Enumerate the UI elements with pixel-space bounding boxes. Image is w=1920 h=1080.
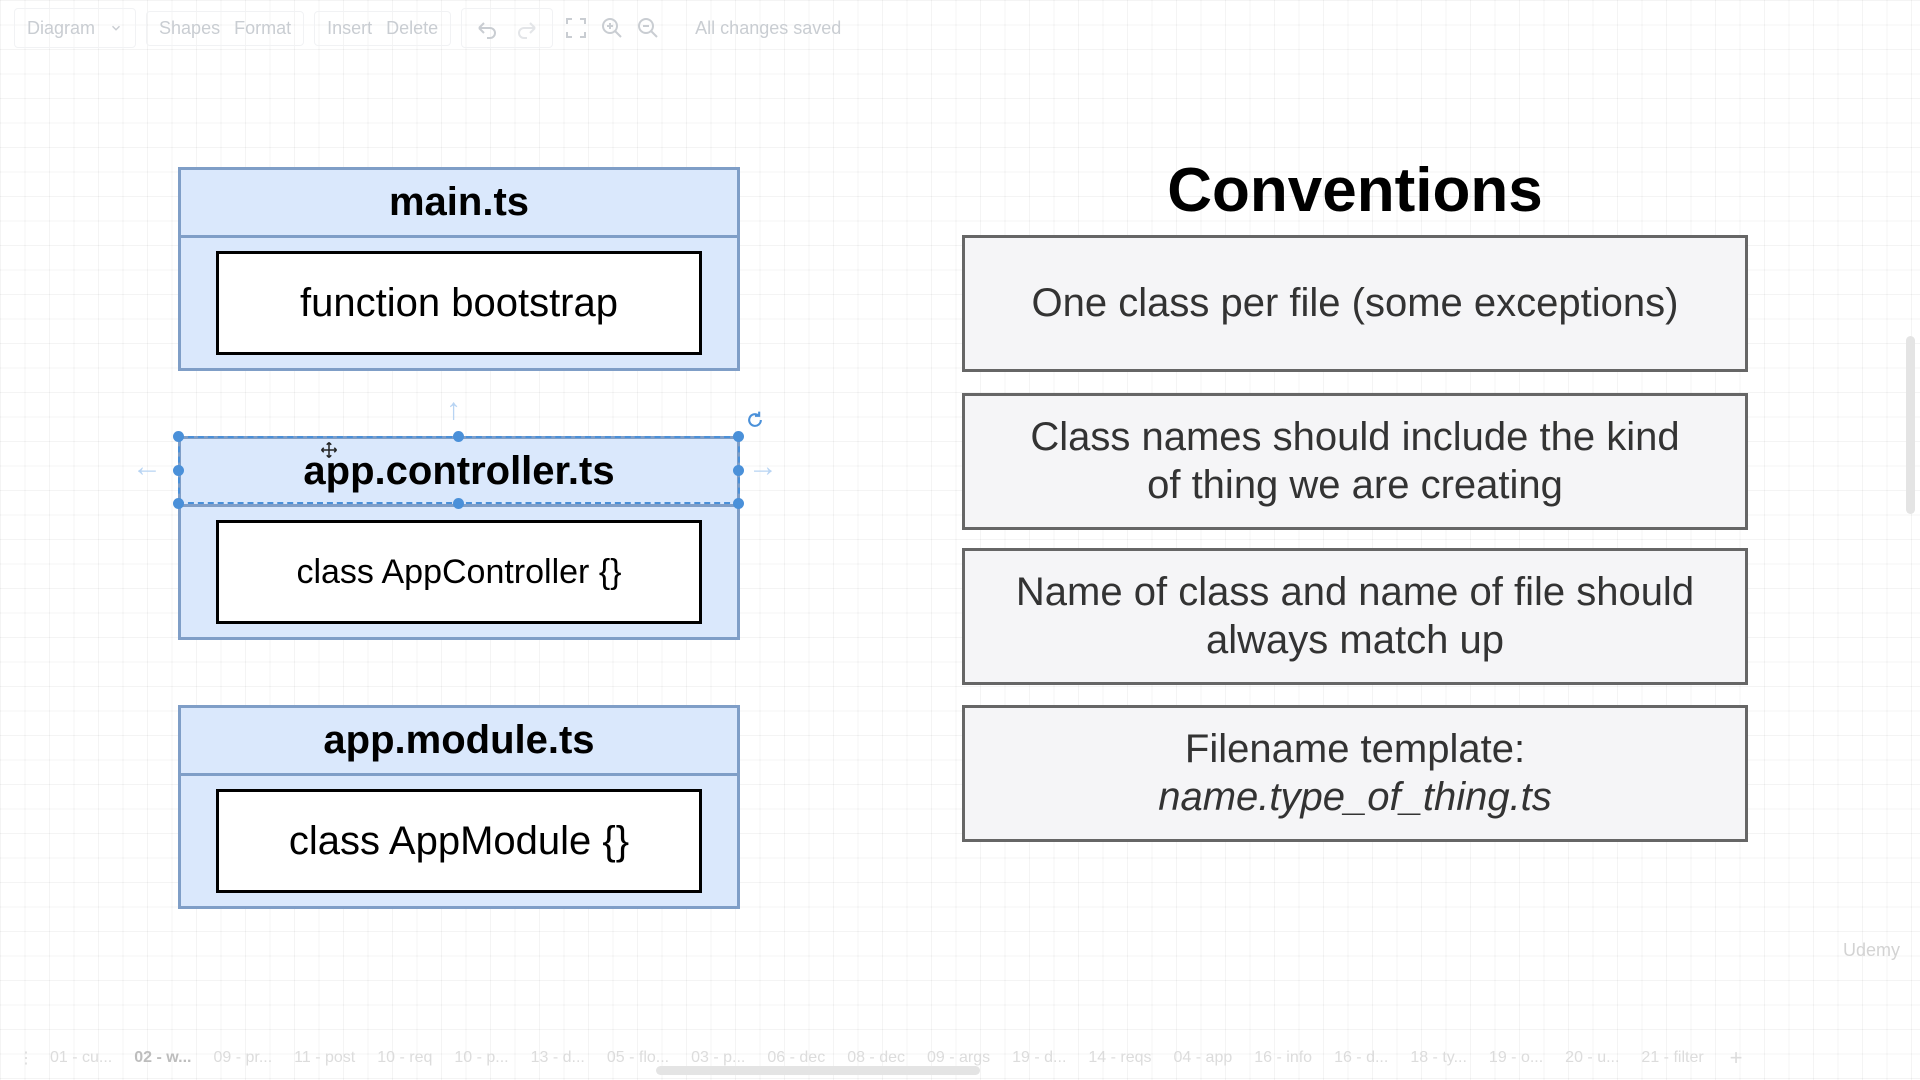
convention-item[interactable]: One class per file (some exceptions)	[962, 235, 1748, 372]
convention-line: always match up	[1206, 617, 1504, 662]
page-tab[interactable]: 02 - w...	[134, 1049, 192, 1066]
file-content-box[interactable]: class AppController {}	[216, 520, 702, 624]
rotate-icon[interactable]	[745, 410, 765, 430]
page-tab[interactable]: 16 - info	[1254, 1049, 1313, 1066]
page-tab[interactable]: 10 - req	[377, 1049, 433, 1066]
file-content-box[interactable]: class AppModule {}	[216, 789, 702, 893]
diagram-menu-group: Diagram	[14, 8, 137, 48]
resize-handle-right[interactable]	[733, 465, 744, 476]
page-tab[interactable]: 21 - filter	[1641, 1049, 1704, 1066]
convention-item[interactable]: Class names should include the kind of t…	[962, 393, 1748, 530]
page-tab-list: 01 - cu... 02 - w... 09 - pr... 11 - post 10…	[50, 1049, 1704, 1067]
page-tabs-bar: ⋮ 01 - cu... 02 - w... 09 - pr... 11 - post…	[0, 1044, 1920, 1072]
file-title: main.ts	[181, 170, 737, 238]
file-main-ts[interactable]: main.ts function bootstrap	[178, 167, 740, 371]
save-status: All changes saved	[695, 17, 842, 38]
shapes-button[interactable]: Shapes	[159, 17, 221, 38]
page-tab[interactable]: 05 - flo...	[606, 1049, 670, 1066]
convention-line: Filename template:	[1184, 727, 1526, 772]
page-tab[interactable]: 08 - dec	[847, 1049, 905, 1066]
udemy-watermark: Udemy	[1842, 940, 1900, 960]
convention-line: One class per file (some exceptions)	[1031, 280, 1679, 325]
chevron-down-icon[interactable]	[109, 15, 123, 41]
page-tab[interactable]: 16 - d...	[1334, 1049, 1389, 1066]
page-tab[interactable]: 11 - post	[294, 1049, 356, 1066]
page-tab[interactable]: 10 - p...	[454, 1049, 509, 1066]
arrow-left-icon[interactable]: ←	[132, 450, 162, 483]
page-tab[interactable]: 06 - dec	[767, 1049, 826, 1066]
convention-item[interactable]: Name of class and name of file should al…	[962, 548, 1748, 685]
format-button[interactable]: Format	[234, 17, 292, 38]
horizontal-scrollbar[interactable]	[656, 1066, 980, 1075]
delete-button[interactable]: Delete	[386, 17, 439, 38]
page-tab[interactable]: 03 - p...	[691, 1049, 746, 1066]
page-tab[interactable]: 09 - pr...	[213, 1049, 273, 1066]
page-menu-icon[interactable]: ⋮	[18, 1050, 34, 1067]
page-tab[interactable]: 04 - app	[1173, 1049, 1233, 1066]
redo-icon[interactable]	[514, 15, 540, 41]
fullscreen-icon[interactable]	[563, 15, 589, 41]
resize-handle-top-left[interactable]	[173, 431, 184, 442]
page-tab[interactable]: 14 - reqs	[1088, 1049, 1152, 1066]
page-tab[interactable]: 09 - args	[927, 1049, 991, 1066]
arrow-right-icon[interactable]: →	[748, 450, 778, 483]
convention-line: Class names should include the kind	[1030, 415, 1680, 460]
diagram-menu[interactable]: Diagram	[27, 17, 96, 38]
insert-button[interactable]: Insert	[327, 17, 373, 38]
convention-line: Name of class and name of file should	[1015, 570, 1695, 615]
filename-template-pattern: name.type_of_thing.ts	[1158, 774, 1552, 819]
selection-outline	[178, 436, 740, 504]
undo-icon[interactable]	[474, 15, 500, 41]
page-tab[interactable]: 13 - d...	[530, 1049, 585, 1066]
zoom-out-icon[interactable]	[635, 15, 661, 41]
resize-handle-top[interactable]	[453, 431, 464, 442]
panel-toggle-group: Shapes Format	[146, 10, 305, 46]
move-cursor-icon	[320, 441, 338, 459]
resize-handle-bottom-right[interactable]	[733, 498, 744, 509]
toolbar: Diagram Shapes Format Insert Delete All …	[0, 0, 1920, 56]
resize-handle-left[interactable]	[173, 465, 184, 476]
page-tab[interactable]: 20 - u...	[1565, 1049, 1620, 1066]
resize-handle-bottom[interactable]	[453, 498, 464, 509]
page-tab[interactable]: 19 - o...	[1488, 1049, 1544, 1066]
vertical-scrollbar[interactable]	[1906, 336, 1915, 514]
page-tab[interactable]: 18 - ty...	[1410, 1049, 1467, 1066]
convention-item[interactable]: Filename template: name.type_of_thing.ts	[962, 705, 1748, 842]
convention-line: of thing we are creating	[1147, 462, 1563, 507]
file-app-controller-ts[interactable]: app.controller.ts class AppController {}	[178, 436, 740, 640]
page-tab[interactable]: 01 - cu...	[50, 1049, 113, 1066]
conventions-title: Conventions	[1167, 156, 1543, 225]
add-page-icon[interactable]: +	[1729, 1045, 1743, 1070]
page-tab[interactable]: 19 - d...	[1012, 1049, 1067, 1066]
history-group	[461, 8, 554, 48]
file-app-module-ts[interactable]: app.module.ts class AppModule {}	[178, 705, 740, 909]
edit-group: Insert Delete	[314, 10, 452, 46]
zoom-in-icon[interactable]	[599, 15, 625, 41]
file-title: app.module.ts	[181, 708, 737, 776]
resize-handle-top-right[interactable]	[733, 431, 744, 442]
file-content-box[interactable]: function bootstrap	[216, 251, 702, 355]
arrow-up-icon[interactable]: ↑	[446, 393, 461, 426]
resize-handle-bottom-left[interactable]	[173, 498, 184, 509]
